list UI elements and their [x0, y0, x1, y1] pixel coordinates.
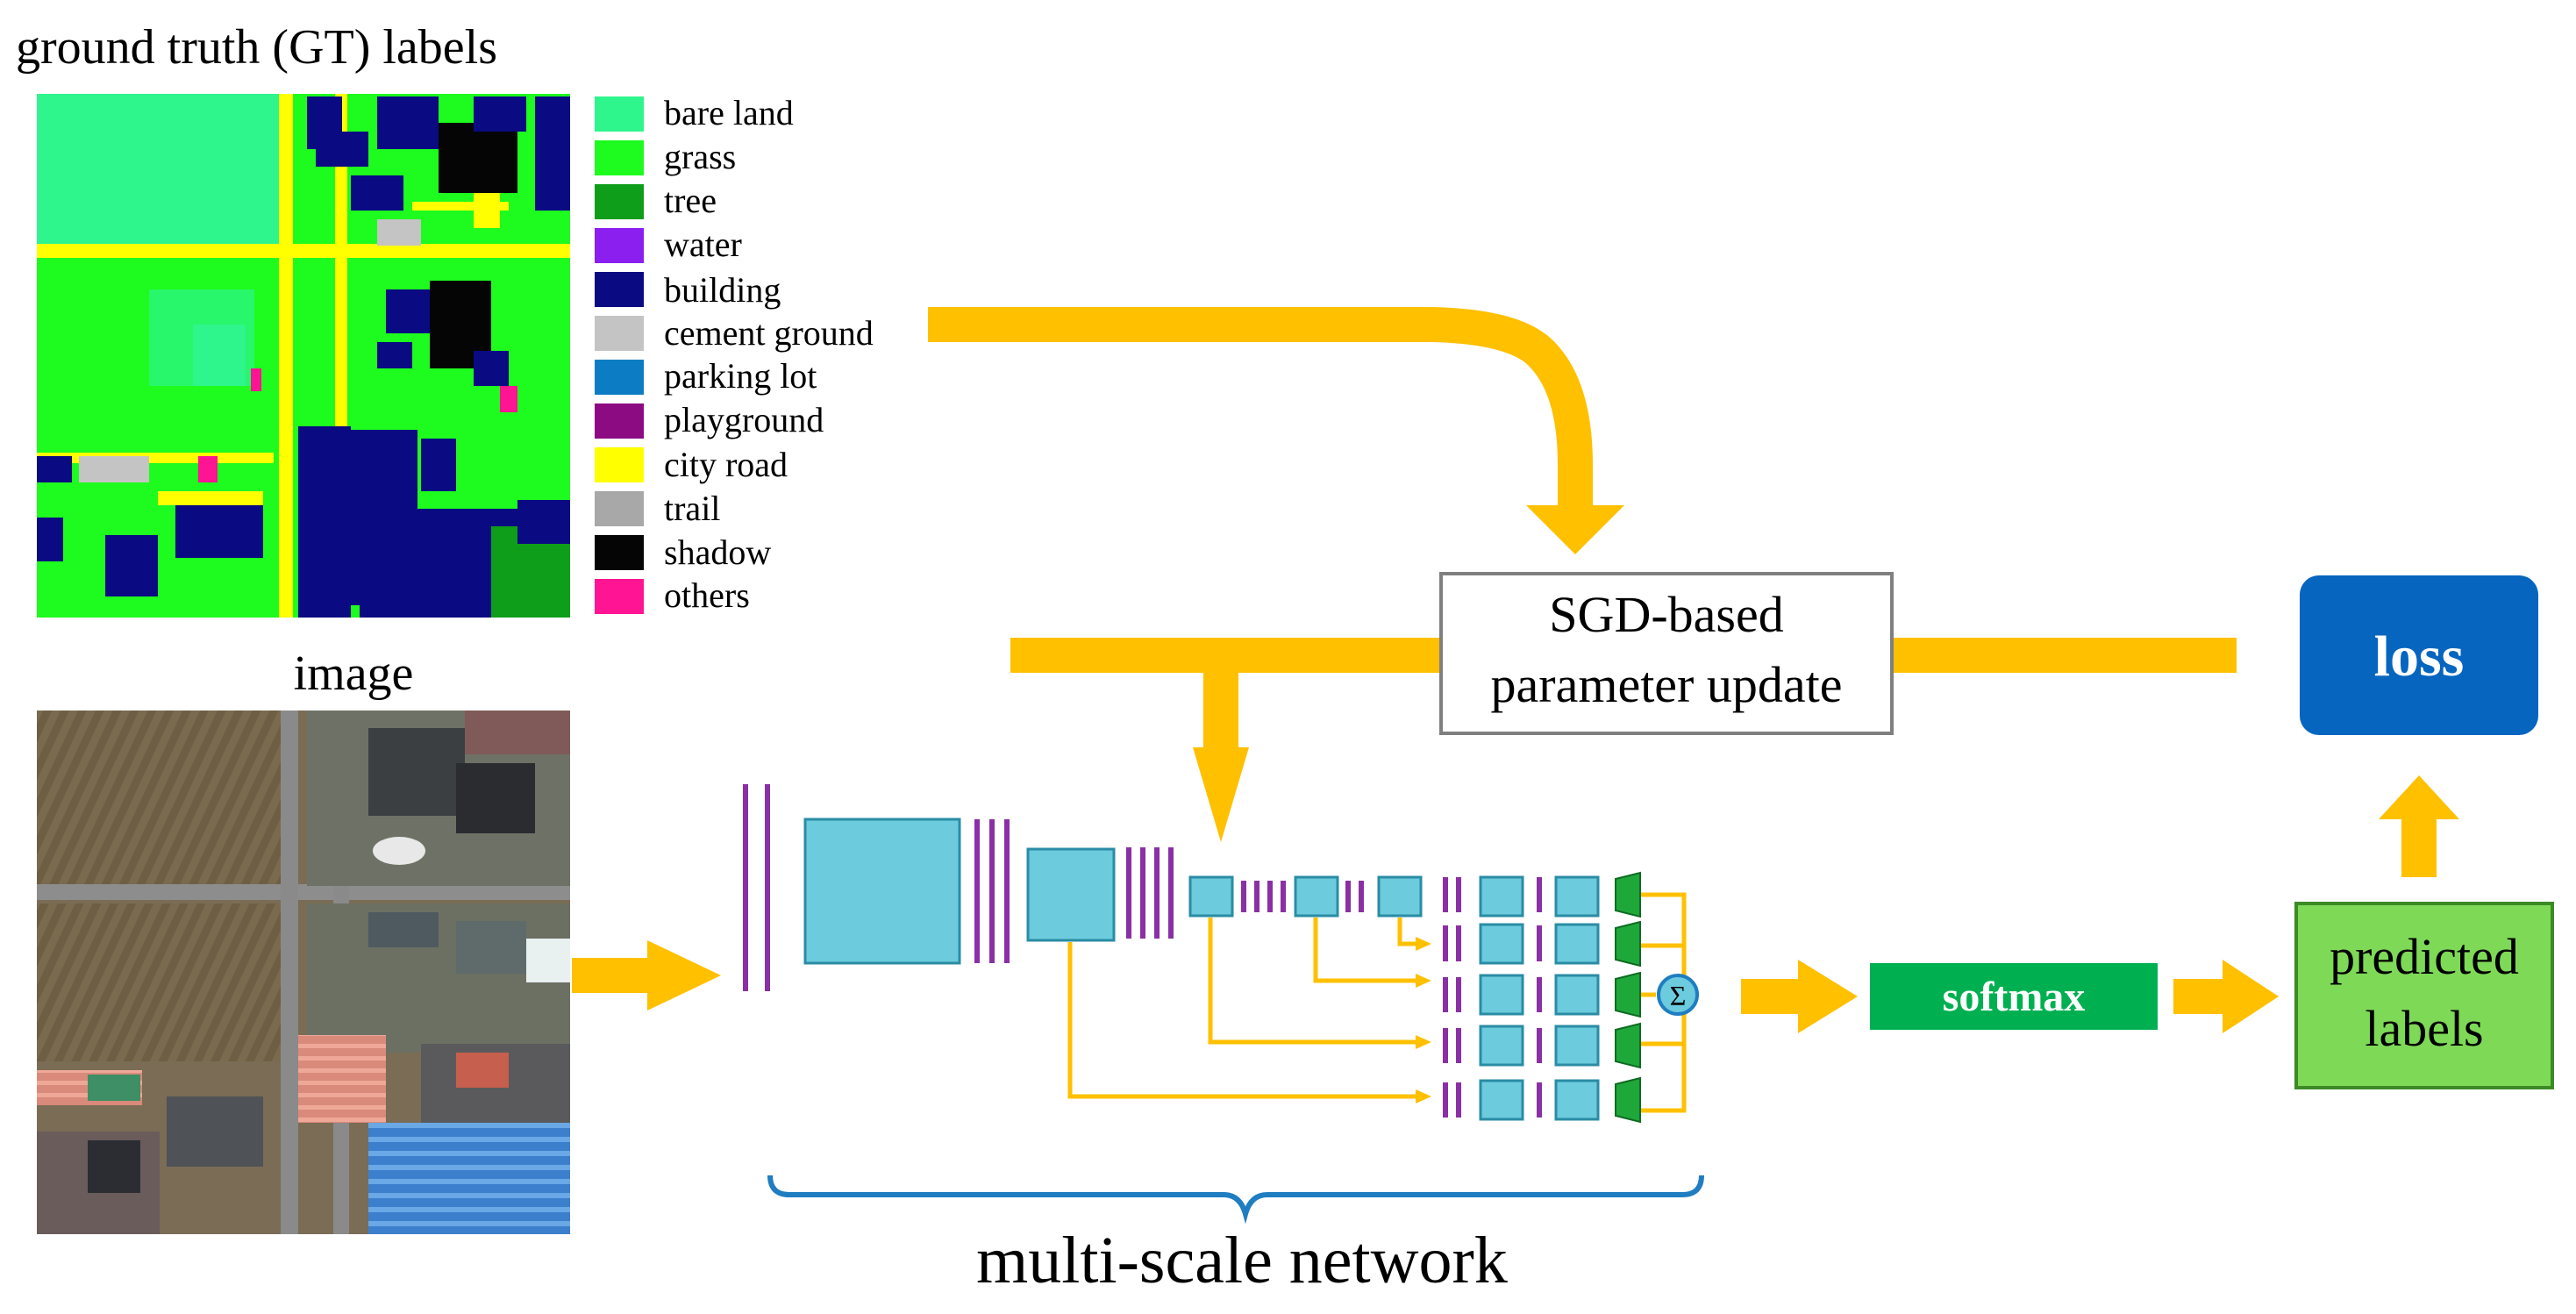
legend-item: shadow	[595, 532, 771, 572]
skip-connections	[1067, 892, 1687, 1113]
legend-label: water	[664, 225, 742, 264]
legend-item: cement ground	[595, 313, 874, 353]
legend-swatch	[595, 360, 644, 395]
skip-arrowheads	[1416, 937, 1431, 1103]
legend-item: others	[595, 575, 750, 615]
sgd-line1: SGD-based	[1549, 586, 1783, 643]
legend-swatch	[595, 96, 644, 132]
legend-swatch	[595, 184, 644, 219]
sum-arrow-shaft	[1741, 979, 1802, 1014]
predicted-labels-box: predicted labels	[2294, 902, 2554, 1089]
gt-to-loss-arrow-shaft	[928, 307, 1593, 509]
gt-label-map	[37, 94, 570, 618]
legend-swatch	[595, 228, 644, 263]
legend-swatch	[595, 403, 644, 439]
softmax-label: softmax	[1943, 974, 2086, 1020]
softmax-box: softmax	[1870, 963, 2158, 1030]
separators	[743, 784, 1542, 1118]
sgd-line2: parameter update	[1491, 656, 1843, 713]
legend-swatch	[595, 140, 644, 175]
network-label: multi-scale network	[976, 1224, 1508, 1297]
gt-to-loss-arrow-head	[1526, 505, 1624, 554]
legend-swatch	[595, 316, 644, 351]
legend-label: grass	[664, 137, 736, 176]
predicted-line1: predicted	[2330, 928, 2519, 985]
loss-box: loss	[2300, 575, 2538, 735]
legend-swatch	[595, 579, 644, 614]
legend-item: building	[595, 270, 781, 310]
legend-item: parking lot	[595, 356, 817, 396]
legend-item: playground	[595, 400, 824, 439]
legend-label: parking lot	[664, 356, 817, 396]
sgd-box: SGD-based parameter update	[1439, 572, 1894, 735]
legend: bare land grass tree water building ceme…	[595, 93, 874, 615]
legend-label: bare land	[664, 93, 794, 132]
legend-item: trail	[595, 489, 720, 528]
legend-label: city road	[664, 445, 788, 484]
image-arrow-shaft	[572, 958, 651, 993]
softmax-arrow-shaft	[2173, 979, 2226, 1014]
sum-symbol: Σ	[1670, 980, 1687, 1011]
softmax-arrow-head	[2223, 960, 2279, 1033]
network-brace	[767, 1175, 1704, 1225]
predicted-to-loss-arrow-head	[2379, 775, 2459, 819]
legend-label: building	[664, 270, 781, 310]
feature-blocks	[803, 818, 1600, 1121]
legend-label: shadow	[664, 532, 771, 572]
sum-node: Σ	[1657, 974, 1699, 1016]
legend-label: trail	[664, 489, 720, 528]
legend-swatch	[595, 272, 644, 307]
legend-label: playground	[664, 400, 824, 439]
gt-title: ground truth (GT) labels	[16, 20, 497, 75]
predicted-to-loss-arrow-shaft	[2401, 816, 2437, 877]
aerial-image	[37, 711, 570, 1234]
legend-label: tree	[664, 181, 717, 220]
sgd-down-arrow-head	[1193, 747, 1249, 842]
legend-label: cement ground	[664, 313, 874, 353]
network-architecture: Σ	[743, 784, 1699, 1124]
legend-label: others	[664, 575, 750, 615]
loss-label: loss	[2374, 625, 2465, 689]
legend-swatch	[595, 535, 644, 570]
output-trapezoids	[1615, 871, 1641, 1124]
legend-swatch	[595, 491, 644, 526]
image-title: image	[294, 646, 414, 701]
legend-item: bare land	[595, 93, 794, 132]
legend-item: grass	[595, 137, 736, 176]
legend-item: tree	[595, 181, 717, 220]
legend-swatch	[595, 447, 644, 482]
image-arrow-head	[647, 940, 721, 1010]
legend-item: city road	[595, 445, 788, 484]
sum-arrow-head	[1798, 960, 1858, 1033]
predicted-line2: labels	[2365, 1000, 2483, 1057]
legend-item: water	[595, 225, 742, 264]
